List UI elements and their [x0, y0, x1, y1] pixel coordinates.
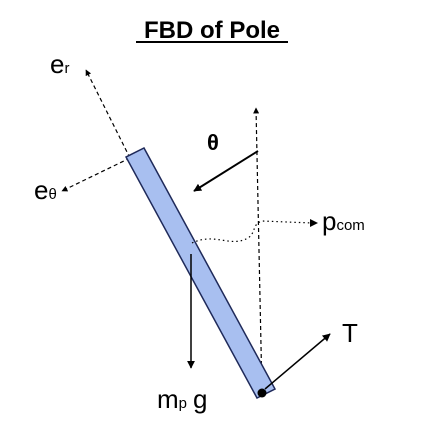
tension-label: T	[342, 318, 358, 348]
theta-angle-arrow	[193, 150, 259, 192]
pcom-arrowhead	[310, 219, 318, 227]
diagram-title: FBD of Pole	[144, 17, 280, 44]
er-direction-arrow	[85, 69, 131, 159]
er-label: er	[50, 49, 69, 79]
vertical-reference-line	[253, 107, 263, 394]
theta-label: θ	[207, 130, 219, 155]
etheta-direction-arrow	[61, 157, 131, 192]
pcom-pointer	[191, 220, 313, 244]
pcom-label: pcom	[322, 206, 365, 236]
pole-body	[124, 147, 277, 399]
tension-force-arrow	[264, 333, 331, 390]
pivot-point	[257, 388, 267, 398]
etheta-label: eθ	[34, 175, 57, 205]
